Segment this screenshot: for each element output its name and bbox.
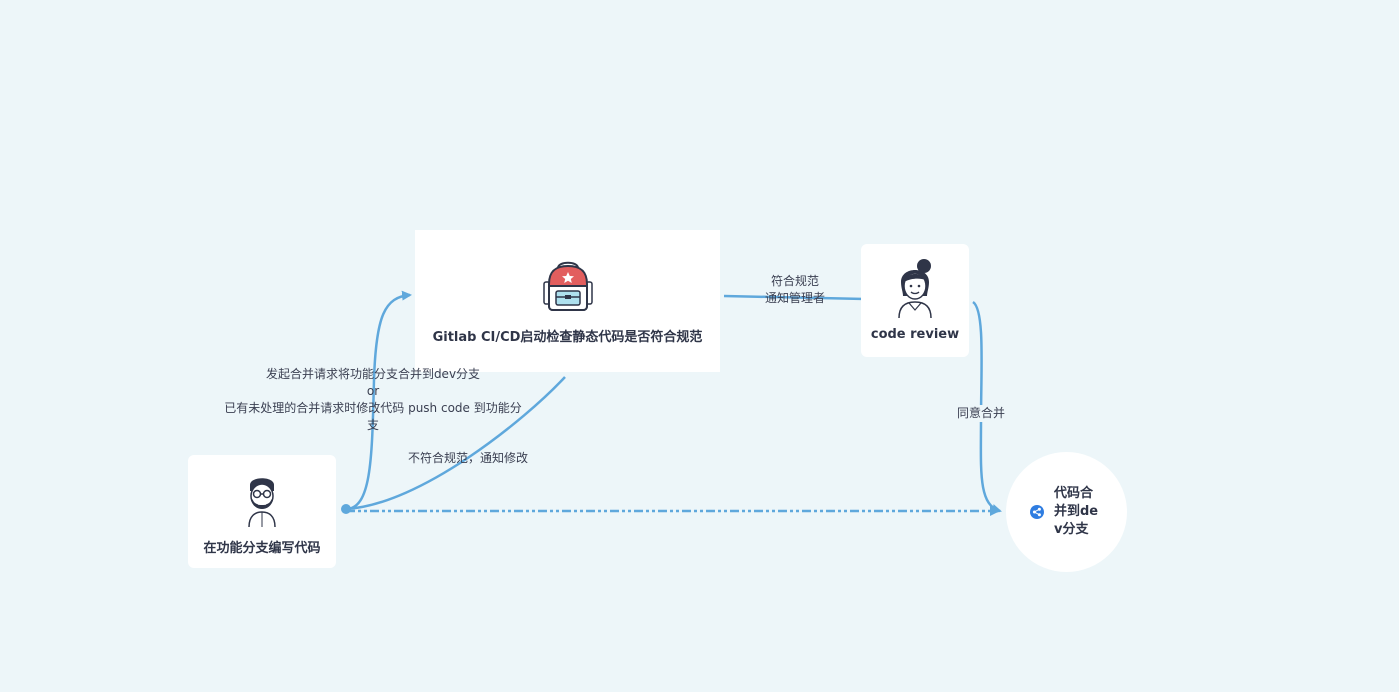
edge-approve-label: 同意合并 bbox=[948, 405, 1014, 422]
edge-submit-request bbox=[345, 290, 412, 511]
share-icon[interactable] bbox=[1030, 505, 1044, 519]
node-developer-title: 在功能分支编写代码 bbox=[203, 541, 321, 556]
node-ci-check[interactable]: Gitlab CI/CD启动检查静态代码是否符合规范 bbox=[415, 230, 720, 372]
edge-reject bbox=[345, 376, 566, 511]
backpack-icon bbox=[542, 261, 593, 311]
edge-submit-request-label: 发起合并请求将功能分支合并到dev分支 or 已有未处理的合并请求时修改代码 p… bbox=[222, 366, 524, 434]
edge-submit-request-line3: 已有未处理的合并请求时修改代码 push code 到功能分支 bbox=[224, 401, 522, 432]
node-code-review[interactable]: code review bbox=[861, 244, 969, 357]
node-merge-dev[interactable]: 代码合并到dev分支 bbox=[1006, 452, 1127, 572]
node-merge-dev-title: 代码合并到dev分支 bbox=[1054, 486, 1099, 537]
node-code-review-title: code review bbox=[870, 327, 960, 342]
edge-pass-line1: 符合规范 bbox=[770, 274, 819, 288]
edge-submit-request-line1: 发起合并请求将功能分支合并到dev分支 bbox=[265, 367, 481, 381]
node-ci-check-title: Gitlab CI/CD启动检查静态代码是否符合规范 bbox=[432, 330, 703, 345]
female-reviewer-avatar-icon bbox=[898, 259, 932, 318]
edge-origin-dot bbox=[341, 504, 351, 514]
edge-pass-label: 符合规范 通知管理者 bbox=[758, 273, 832, 307]
bearded-developer-avatar-icon bbox=[248, 478, 276, 527]
node-developer[interactable]: 在功能分支编写代码 bbox=[188, 455, 336, 568]
edge-reject-label: 不符合规范，通知修改 bbox=[407, 451, 528, 465]
edge-pass-line2: 通知管理者 bbox=[764, 291, 825, 305]
edge-pass bbox=[723, 294, 866, 301]
edge-submit-request-line2: or bbox=[366, 384, 380, 398]
